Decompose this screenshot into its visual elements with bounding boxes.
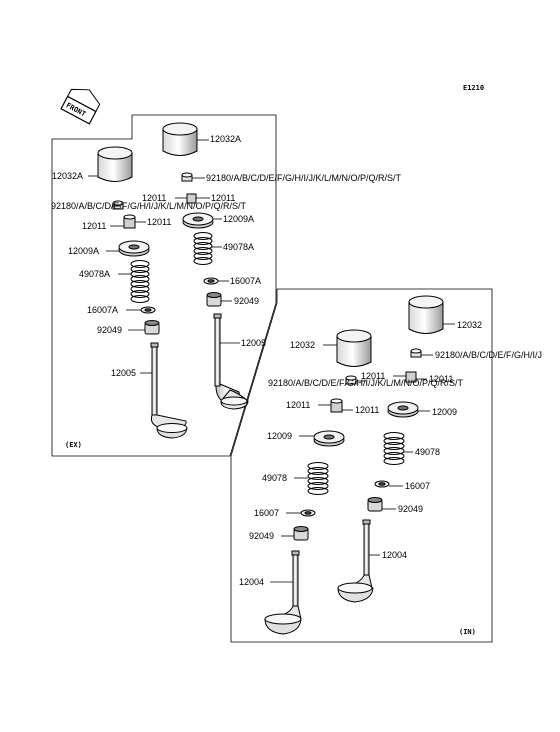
intake-keeper-upper [405, 371, 417, 383]
intake-label-seat-upper: 16007 [405, 481, 430, 491]
exhaust-tag: (EX) [65, 441, 82, 449]
intake-label-seal-upper: 92049 [398, 504, 423, 514]
exhaust-label-retainer-lower: 12009A [68, 246, 99, 256]
exhaust-retainer-upper [182, 212, 214, 229]
intake-valve-upper [337, 519, 374, 603]
exhaust-box-outline [51, 114, 277, 457]
exhaust-label-valve-upper: 12005 [241, 338, 266, 348]
intake-valve-lower [264, 550, 302, 635]
exhaust-group: (EX) [51, 114, 402, 457]
exhaust-label-seal-upper: 92049 [234, 296, 259, 306]
intake-label-tappet-upper: 12032 [457, 320, 482, 330]
exhaust-tappet-upper [162, 122, 198, 156]
intake-label-spring-lower: 49078 [262, 473, 287, 483]
exhaust-label-shim-lower: 92180/A/B/C/D/E/F/G/H/I/J/K/L/M/N/O/P/Q/… [51, 201, 247, 211]
exhaust-label-keeper-lower: 12011 [82, 221, 106, 231]
exhaust-shim-upper [181, 172, 193, 182]
exhaust-keeper-upper [186, 193, 197, 204]
intake-label-shim-upper: 92180/A/B/C/D/E/F/G/H/I/J [435, 350, 542, 360]
intake-label-retainer-lower: 12009 [267, 431, 292, 441]
front-arrow-icon: FRONT [60, 88, 101, 125]
exhaust-seal-lower [144, 320, 160, 335]
exhaust-leader-lines [88, 139, 240, 374]
intake-label-keeper-lower: 12011 [286, 400, 310, 410]
intake-label-valve-lower: 12004 [239, 577, 264, 587]
exhaust-label-valve-lower: 12005 [111, 368, 136, 378]
exhaust-tappet-lower [97, 146, 133, 182]
exhaust-label-spring-lower: 49078A [79, 269, 110, 279]
exhaust-label-keeper-lower-right: 12011 [147, 217, 171, 227]
intake-label-retainer-upper: 12009 [432, 407, 457, 417]
intake-tag: (IN) [459, 628, 476, 636]
intake-spring-lower [307, 462, 329, 495]
intake-label-shim-lower: 92180/A/B/C/D/E/F/G/H/I/J/K/L/M/N/O/P/Q/… [268, 378, 464, 388]
intake-label-valve-upper: 12004 [382, 550, 407, 560]
exhaust-seat-upper [203, 277, 219, 285]
intake-label-keeper-lower-right: 12011 [355, 405, 379, 415]
intake-retainer-lower [313, 430, 345, 447]
exhaust-label-retainer-upper: 12009A [223, 214, 254, 224]
exhaust-label-seat-upper: 16007A [230, 276, 261, 286]
intake-seat-upper [374, 480, 390, 488]
intake-box-outline [230, 288, 493, 643]
exhaust-label-shim-upper: 92180/A/B/C/D/E/F/G/H/I/J/K/L/M/N/O/P/Q/… [206, 173, 402, 183]
figure-code: E1210 [463, 84, 484, 92]
intake-seal-upper [367, 497, 383, 512]
exhaust-valve-lower [150, 342, 188, 439]
exhaust-label-keeper-upper-right: 12011 [211, 193, 235, 203]
intake-label-tappet-lower: 12032 [290, 340, 315, 350]
exhaust-label-tappet-lower: 12032A [52, 171, 83, 181]
intake-seal-lower [293, 526, 309, 541]
intake-label-keeper-upper-right: 12011 [429, 374, 453, 384]
intake-label-keeper-upper: 12011 [361, 371, 385, 381]
exhaust-valve-upper [213, 313, 249, 410]
exhaust-spring-lower [130, 260, 150, 303]
exhaust-label-spring-upper: 49078A [223, 242, 254, 252]
intake-label-spring-upper: 49078 [415, 447, 440, 457]
intake-label-seat-lower: 16007 [254, 508, 279, 518]
intake-tappet-lower [336, 329, 372, 367]
exhaust-label-seal-lower: 92049 [97, 325, 122, 335]
intake-leader-lines [270, 323, 455, 583]
exhaust-retainer-lower [118, 240, 150, 257]
intake-label-seal-lower: 92049 [249, 531, 274, 541]
intake-keeper-lower [330, 398, 343, 413]
intake-seat-lower [300, 509, 316, 517]
intake-tappet-upper [408, 295, 444, 334]
exhaust-seal-upper [206, 292, 222, 307]
exhaust-label-keeper-upper: 12011 [142, 193, 166, 203]
exhaust-label-seat-lower: 16007A [87, 305, 118, 315]
intake-retainer-upper [387, 401, 419, 418]
intake-shim-upper [410, 348, 422, 358]
exhaust-keeper-lower [123, 214, 136, 229]
intake-group: (IN) [230, 288, 542, 643]
intake-spring-upper [383, 432, 405, 465]
exhaust-spring-upper [193, 232, 213, 265]
exhaust-label-tappet-upper: 12032A [210, 134, 241, 144]
exhaust-seat-lower [140, 306, 156, 314]
